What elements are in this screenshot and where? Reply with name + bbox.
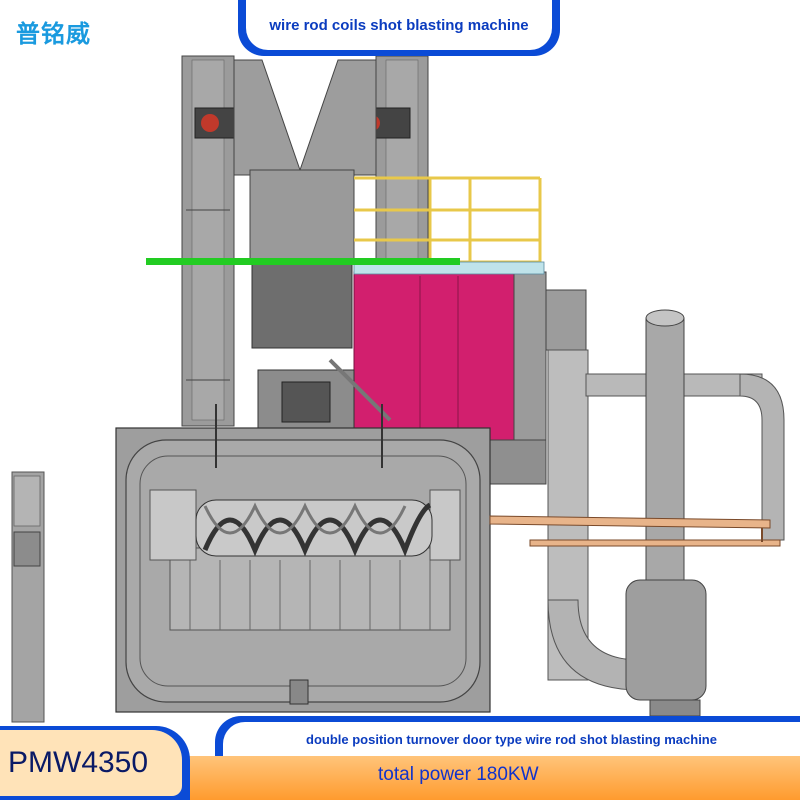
- left-elevator: [181, 55, 244, 427]
- model-badge: PMW4350: [0, 726, 190, 800]
- title-tab: wire rod coils shot blasting machine: [238, 0, 560, 56]
- control-box: [257, 358, 392, 433]
- dust-collector: [545, 289, 785, 717]
- brand-logo: 普铭威: [16, 20, 91, 48]
- total-power-label: total power 180KW: [378, 764, 539, 785]
- blasting-chamber: [115, 404, 491, 713]
- orange-conveyor: [489, 515, 781, 547]
- v-hopper: [233, 59, 377, 349]
- subtitle-tab-inner: double position turnover door type wire …: [223, 722, 800, 756]
- side-cabinet: [11, 471, 45, 723]
- model-number: PMW4350: [8, 746, 149, 779]
- green-guide-bar: [146, 258, 460, 265]
- spiral-roller: [195, 499, 433, 557]
- machine-subtitle: double position turnover door type wire …: [306, 731, 717, 747]
- subtitle-tab: double position turnover door type wire …: [215, 716, 800, 756]
- page-title: wire rod coils shot blasting machine: [269, 16, 529, 34]
- model-badge-inner: PMW4350: [0, 730, 182, 796]
- title-tab-inner: wire rod coils shot blasting machine: [246, 0, 552, 50]
